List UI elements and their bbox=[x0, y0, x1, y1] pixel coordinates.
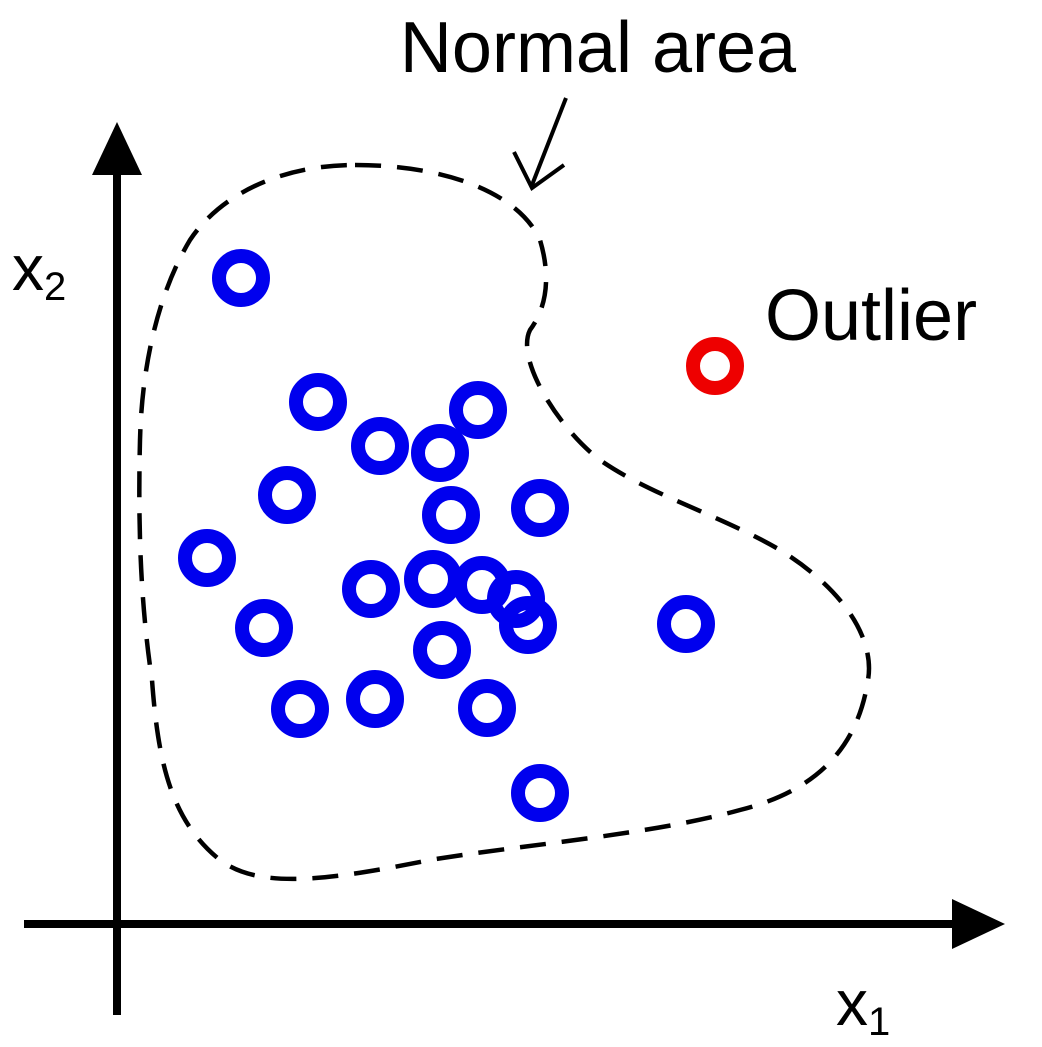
x1-axis-label-subscript: 1 bbox=[868, 1000, 890, 1044]
normal-point bbox=[235, 599, 293, 657]
normal-point bbox=[657, 595, 715, 653]
normal-area-pointer bbox=[512, 97, 568, 191]
normal-point bbox=[458, 679, 516, 737]
normal-point bbox=[413, 621, 471, 679]
x-axis-arrowhead bbox=[952, 899, 1005, 949]
outlier-label: Outlier bbox=[765, 276, 977, 356]
x2-axis-label-subscript: 2 bbox=[44, 265, 66, 309]
normal-point bbox=[351, 417, 409, 475]
x2-axis-label: x2 bbox=[12, 232, 66, 309]
normal-point bbox=[289, 373, 347, 431]
normal-point bbox=[404, 550, 462, 608]
outlier-point bbox=[686, 337, 744, 395]
normal-point bbox=[411, 424, 469, 482]
normal-point bbox=[511, 764, 569, 822]
x2-axis-label-base: x bbox=[12, 232, 44, 304]
y-axis-arrowhead bbox=[92, 122, 142, 175]
normal-point bbox=[511, 479, 569, 537]
normal-point bbox=[449, 381, 507, 439]
normal-point bbox=[342, 560, 400, 618]
pointer-head bbox=[512, 151, 566, 191]
normal-point bbox=[422, 486, 480, 544]
pointer-shaft bbox=[530, 97, 568, 186]
normal-area-boundary bbox=[137, 162, 872, 882]
normal-point bbox=[271, 680, 329, 738]
normal-point bbox=[346, 670, 404, 728]
normal-point bbox=[487, 570, 545, 628]
axes bbox=[24, 122, 1005, 1015]
x1-axis-label: x1 bbox=[836, 967, 890, 1044]
normal-point bbox=[178, 529, 236, 587]
normal-point bbox=[212, 249, 270, 307]
normal-points bbox=[178, 249, 715, 822]
normal-area-label: Normal area bbox=[400, 8, 797, 88]
x1-axis-label-base: x bbox=[836, 967, 868, 1039]
normal-point bbox=[258, 466, 316, 524]
